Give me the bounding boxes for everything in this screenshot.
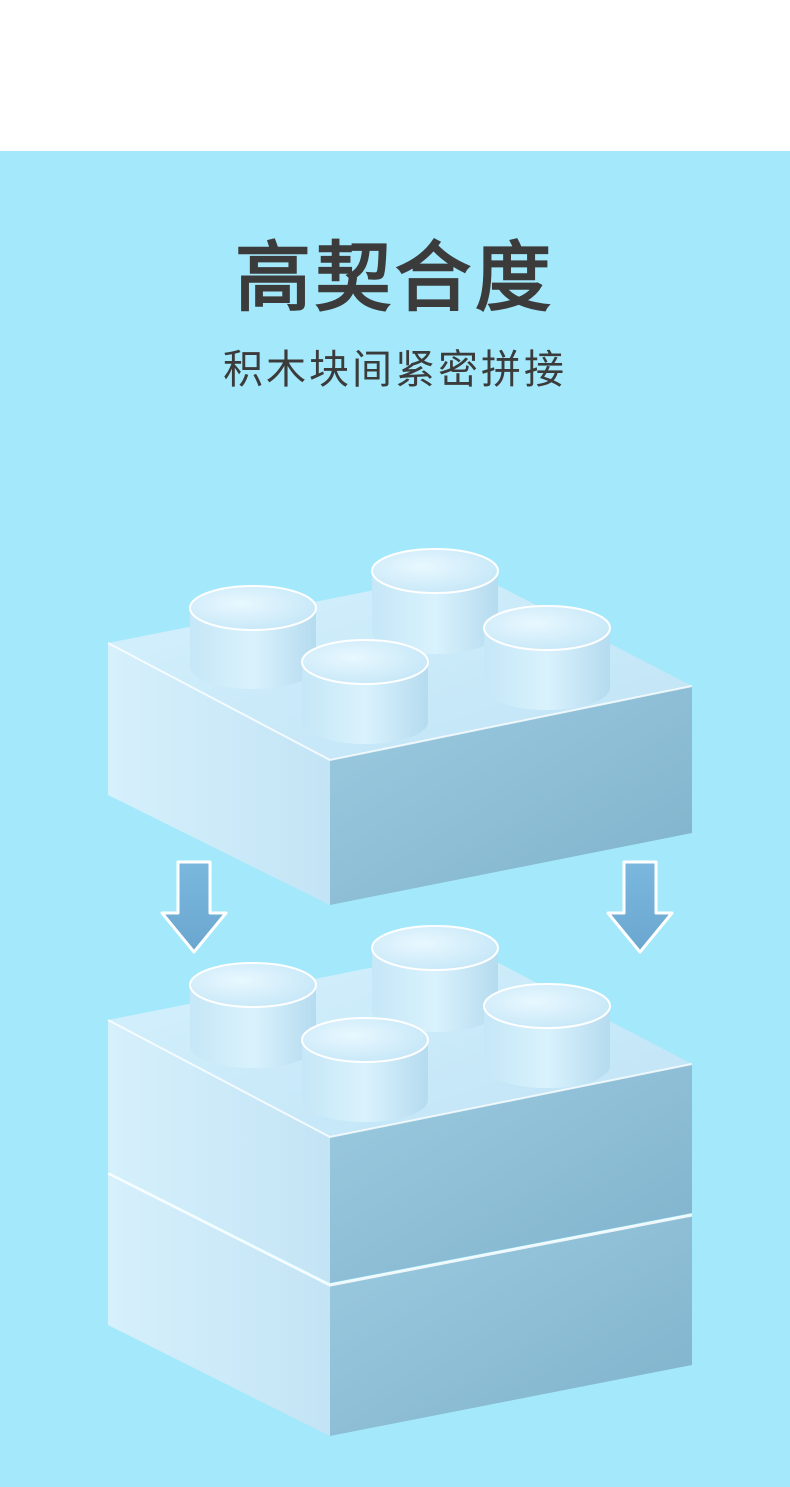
top-brick-stud	[301, 639, 429, 744]
top-brick-stud	[483, 605, 611, 710]
lower-brick-upper	[107, 925, 693, 1283]
lower-brick-stud	[483, 983, 611, 1088]
top-brick	[107, 548, 693, 905]
base-brick-left-face	[108, 1173, 330, 1436]
top-brick-stud	[371, 548, 499, 654]
down-arrow-left-icon	[160, 860, 228, 954]
top-brick-stud	[189, 585, 317, 689]
lower-brick-stud	[371, 925, 499, 1032]
page-subtitle: 积木块间紧密拼接	[223, 347, 567, 393]
lower-brick-left-face	[108, 1020, 330, 1283]
lower-brick-stud	[189, 962, 317, 1068]
top-brick-left-face	[108, 643, 330, 905]
base-brick-right-face	[330, 1215, 692, 1436]
lower-brick-base	[107, 1171, 693, 1436]
page-title: 高契合度	[235, 233, 555, 322]
top-brick-right-face	[330, 686, 692, 905]
top-white-strip	[0, 0, 790, 151]
down-arrow-right-icon	[606, 860, 674, 954]
lower-brick-stud	[301, 1017, 429, 1122]
